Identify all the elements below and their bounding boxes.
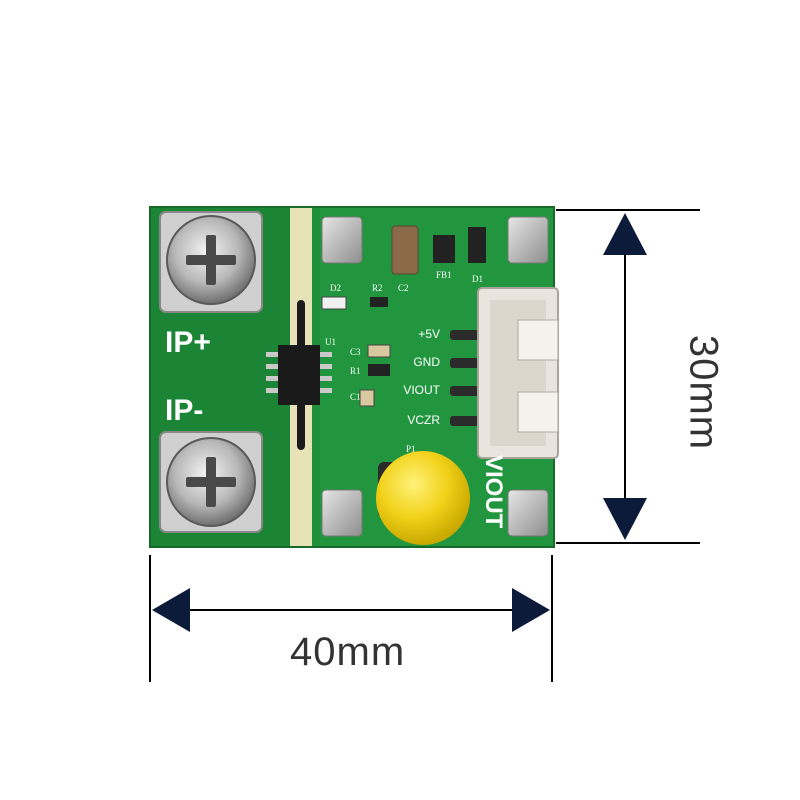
smd-components (321, 225, 486, 407)
mounting-pad-top-right (507, 216, 549, 264)
vertical-label-viout: VIOUT (480, 455, 507, 529)
height-dimension-label: 30mm (681, 334, 726, 451)
ic-chip (266, 345, 332, 405)
silk-u1: U1 (325, 337, 336, 347)
pin-label-viout: VIOUT (403, 383, 440, 397)
silkscreen-text: D2 R2 C2 U1 C3 R1 C1 FB1 D1 P1 (325, 270, 483, 454)
pin-label-gnd: GND (413, 355, 440, 369)
mounting-pad-bottom-left (321, 489, 363, 537)
arrow-up-icon (603, 213, 647, 255)
silk-d2: D2 (330, 283, 341, 293)
screw-terminal-top (159, 211, 263, 313)
pin-labels: +5V GND VIOUT VCZR (403, 327, 440, 427)
mounting-pad-bottom-right (507, 489, 549, 537)
pin-label-vczr: VCZR (407, 413, 440, 427)
pin-label-5v: +5V (418, 327, 440, 341)
terminal-label-ip-minus: IP- (165, 394, 203, 427)
arrow-down-icon (603, 498, 647, 540)
width-dimension-label: 40mm (290, 630, 406, 674)
silk-fb1: FB1 (436, 270, 452, 280)
arrow-right-icon (512, 588, 550, 632)
silk-c2: C2 (398, 283, 409, 293)
silk-d1: D1 (472, 274, 483, 284)
silk-p1: P1 (406, 444, 416, 454)
silk-r2: R2 (372, 283, 383, 293)
pin-pads (450, 330, 480, 426)
silk-c1: C1 (350, 392, 361, 402)
dimension-height (556, 209, 700, 544)
silk-r1: R1 (350, 366, 361, 376)
mounting-pad-top-left (321, 216, 363, 264)
terminal-label-ip-plus: IP+ (165, 326, 211, 359)
screw-terminal-bottom (159, 431, 263, 533)
jst-connector (477, 287, 559, 459)
potentiometer-knob (376, 451, 470, 545)
arrow-left-icon (152, 588, 190, 632)
dimension-width (149, 555, 553, 682)
silk-c3: C3 (350, 347, 361, 357)
